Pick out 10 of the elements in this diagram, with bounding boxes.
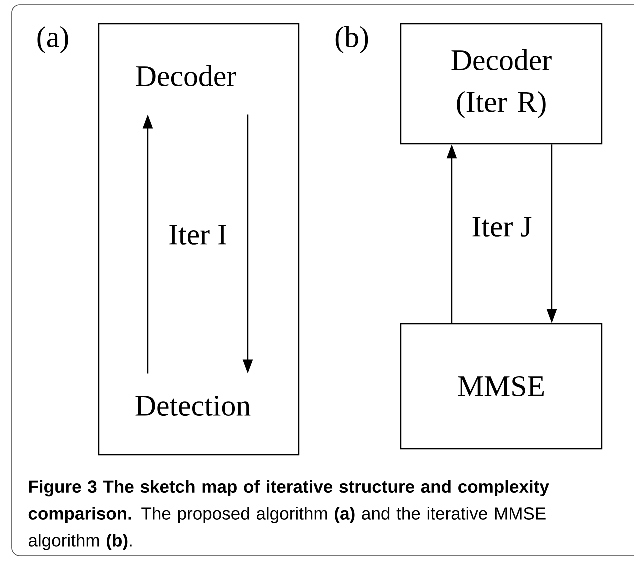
iteration-label: Iter I	[170, 225, 226, 245]
iteration-label: Iter J	[472, 217, 532, 237]
panel-label: (b)	[336, 26, 368, 54]
process-box: MMSE	[400, 323, 603, 450]
panel-label: (a)	[38, 26, 68, 54]
caption: Figure 3 The sketch map of iterative structure and complexity comparison. The proposed algorithm (a) and the iterative MMSE algorithm (b).	[28, 480, 550, 550]
text-label: Detection	[136, 396, 251, 416]
process-box: Decoder (Iter R)	[400, 23, 603, 145]
panel-box	[98, 23, 300, 456]
text-label: Decoder	[136, 65, 236, 87]
